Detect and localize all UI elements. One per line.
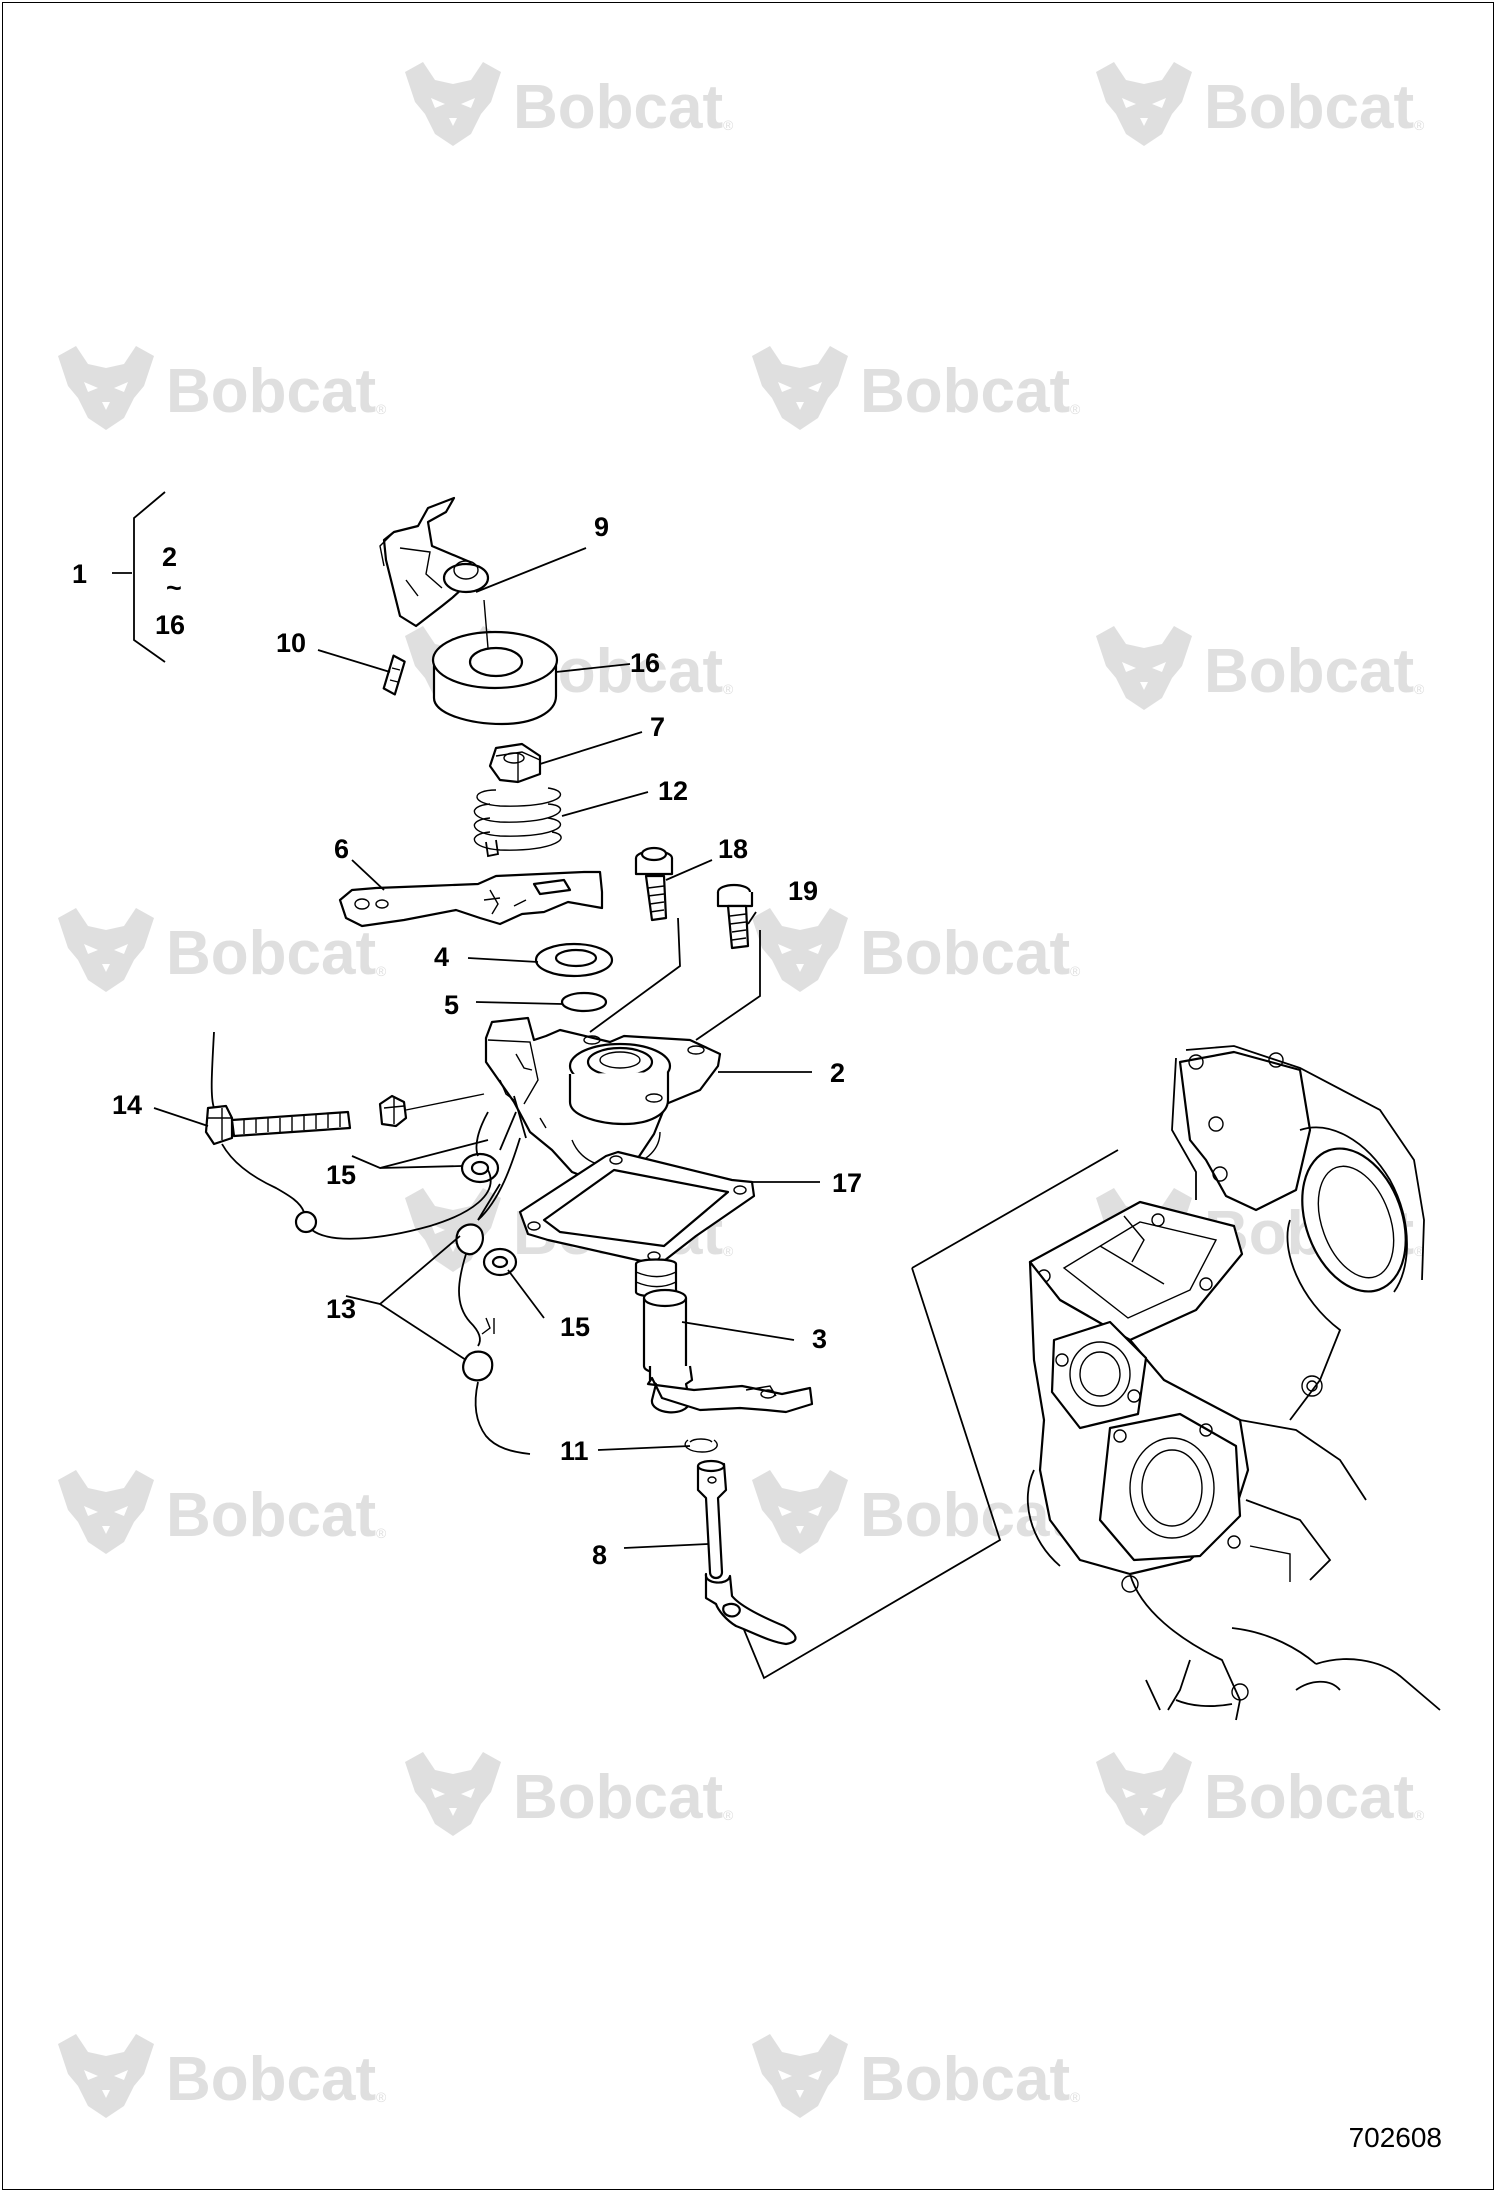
callout-10: 10 <box>276 628 306 658</box>
part-15-washer-lower <box>482 1247 518 1277</box>
callout-12: 12 <box>658 776 688 806</box>
callout-15-lower: 15 <box>560 1312 590 1342</box>
callout-6: 6 <box>334 834 349 864</box>
group-range-end: 16 <box>155 610 185 640</box>
part-14-adjusting-bolt <box>204 1093 485 1146</box>
callout-15-upper: 15 <box>326 1160 356 1190</box>
part-12-torsion-spring <box>473 787 562 858</box>
assembly-group-bracket: 1 2 ~ 16 <box>72 491 185 663</box>
part-4-thrust-washer <box>534 942 614 978</box>
callout-11: 11 <box>560 1436 589 1466</box>
figure-number: 702608 <box>1348 2122 1442 2153</box>
part-11-circlip <box>684 1438 718 1453</box>
part-17-gasket <box>518 1150 756 1266</box>
leader-lines <box>153 547 820 1549</box>
part-18-bolt <box>634 846 674 922</box>
callout-7: 7 <box>650 712 665 742</box>
detail-leader-box <box>739 1149 1119 1680</box>
callout-13: 13 <box>326 1294 356 1324</box>
group-range-sep: ~ <box>166 573 182 603</box>
group-range-start: 2 <box>162 542 177 572</box>
callout-5: 5 <box>444 990 459 1020</box>
part-16-collar <box>431 599 559 726</box>
callout-19: 19 <box>788 876 818 906</box>
part-13-sealing-wire <box>210 1031 531 1455</box>
part-8-lever-shaft <box>696 1459 797 1646</box>
part-10-spring-pin <box>382 654 406 696</box>
callout-16: 16 <box>630 648 660 678</box>
part-3-governor-shaft <box>634 1258 814 1414</box>
part-19-bolt <box>716 883 754 950</box>
engine-block <box>1026 1045 1441 1721</box>
callout-14: 14 <box>112 1090 142 1120</box>
callout-9: 9 <box>594 512 609 542</box>
callout-17: 17 <box>832 1168 862 1198</box>
callout-4: 4 <box>434 942 449 972</box>
part-7-nut <box>488 742 542 784</box>
part-2-governor-housing <box>484 1016 722 1184</box>
callout-2: 2 <box>830 1058 845 1088</box>
group-label: 1 <box>72 559 87 589</box>
callout-18: 18 <box>718 834 748 864</box>
part-5-o-ring <box>560 991 608 1013</box>
part-6-control-plate <box>338 870 604 928</box>
part-9-lever <box>379 496 490 628</box>
callout-numbers: 9 10 16 7 12 6 18 19 4 5 2 14 15 17 13 1… <box>112 512 862 1570</box>
callout-8: 8 <box>592 1540 607 1570</box>
part-15-washer-upper <box>460 1152 500 1184</box>
callout-3: 3 <box>812 1324 827 1354</box>
